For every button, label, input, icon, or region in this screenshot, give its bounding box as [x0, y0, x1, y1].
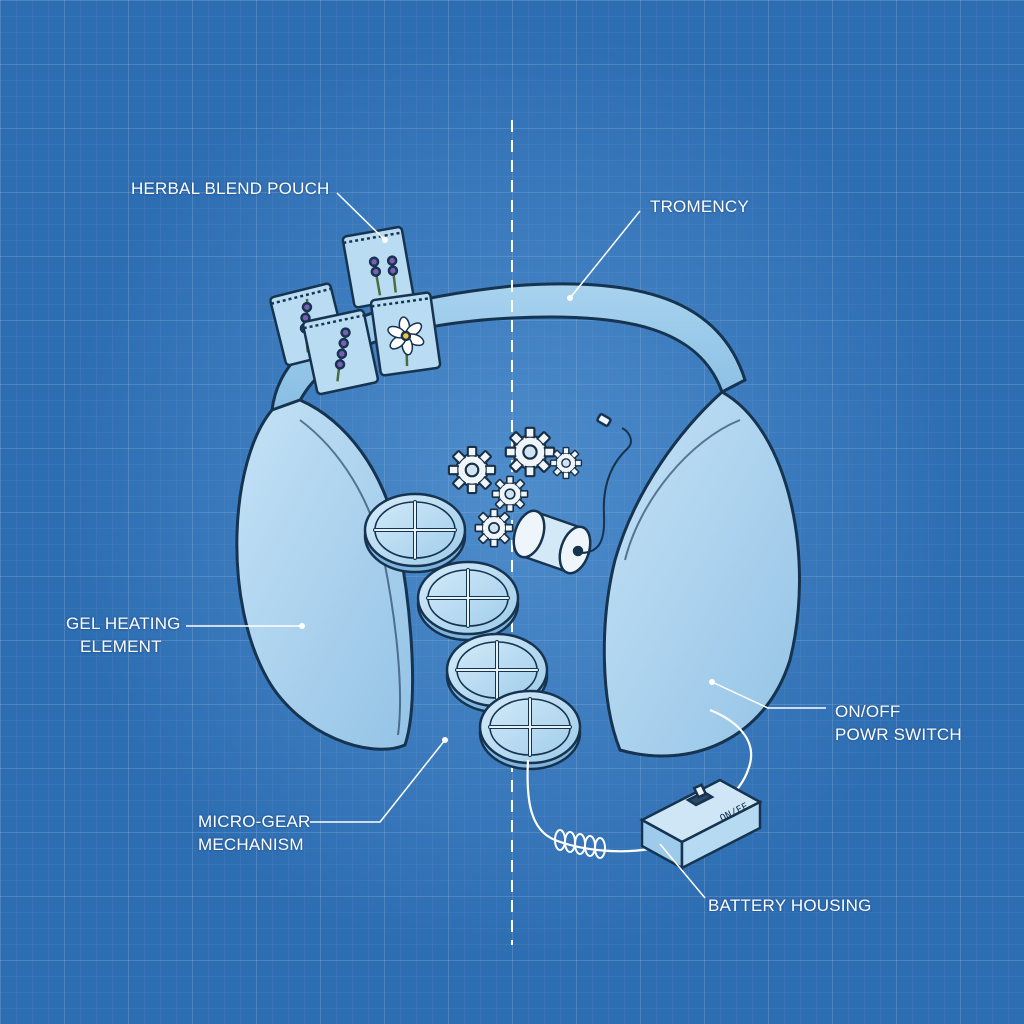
gel-heating-element-right — [602, 390, 801, 758]
power-switch-label: ON/OFF POWR SWITCH — [835, 702, 962, 744]
toggle-switch-icon — [685, 783, 715, 807]
battery-housing-label: BATTERY HOUSING — [708, 896, 872, 915]
gel-heating-element-left — [235, 398, 415, 751]
coiled-cable — [554, 829, 606, 859]
herbal-pouch-label: HERBAL BLEND POUCH — [131, 179, 330, 198]
tromency-label: TROMENCY — [650, 197, 749, 216]
herbal-pouch-icon — [269, 225, 442, 396]
battery-housing — [639, 778, 763, 871]
gel-heating-element-label: GEL HEATING ELEMENT — [66, 614, 181, 656]
leader-lines — [186, 192, 826, 899]
motor-icon — [512, 413, 632, 575]
micro-gear-mechanism-label: MICRO-GEAR MECHANISM — [198, 812, 311, 854]
